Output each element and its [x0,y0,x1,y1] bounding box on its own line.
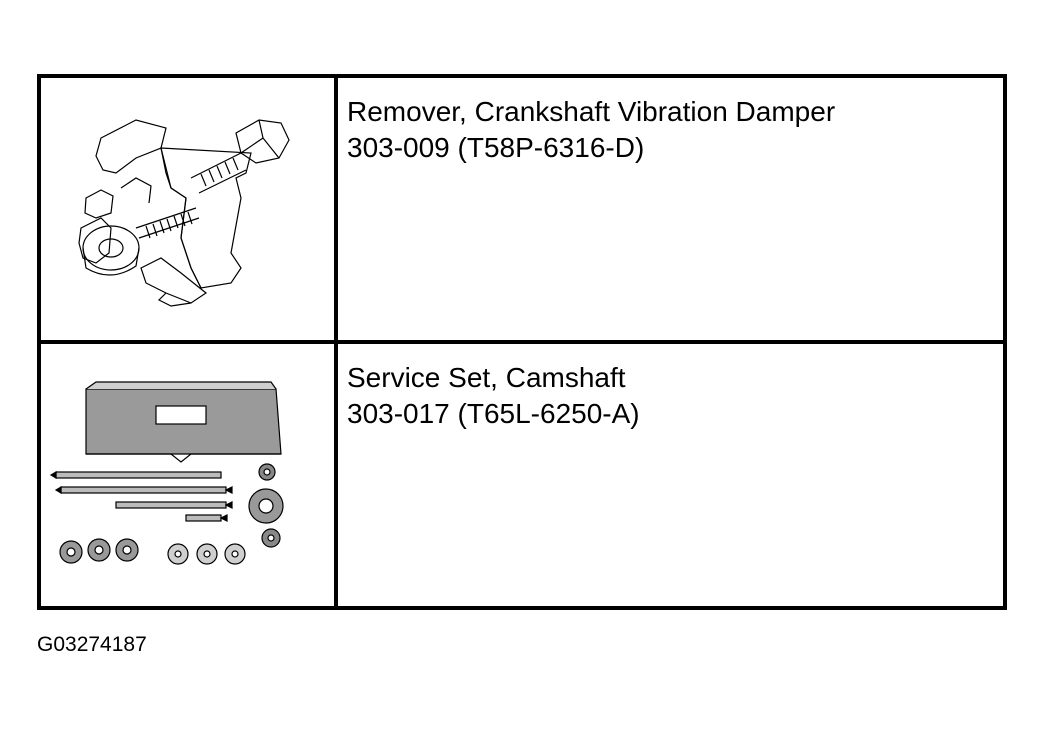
figure-id: G03274187 [37,633,147,656]
table-row: Service Set, Camshaft 303-017 (T65L-6250… [41,344,1003,606]
tool-image-cell [41,78,338,340]
special-tools-table: Remover, Crankshaft Vibration Damper 303… [37,74,1007,610]
tool-number: 303-017 (T65L-6250-A) [347,398,640,429]
camshaft-service-set-illustration [49,381,284,565]
tool-description-cell: Remover, Crankshaft Vibration Damper 303… [338,78,1003,340]
table-row: Remover, Crankshaft Vibration Damper 303… [41,78,1003,344]
tool-name: Remover, Crankshaft Vibration Damper [347,96,836,127]
tool-name: Service Set, Camshaft [347,362,626,393]
tool-number: 303-009 (T58P-6316-D) [347,132,645,163]
damper-remover-illustration [78,119,290,307]
tool-image-cell [41,344,338,606]
tool-description-cell: Service Set, Camshaft 303-017 (T65L-6250… [338,344,1003,606]
